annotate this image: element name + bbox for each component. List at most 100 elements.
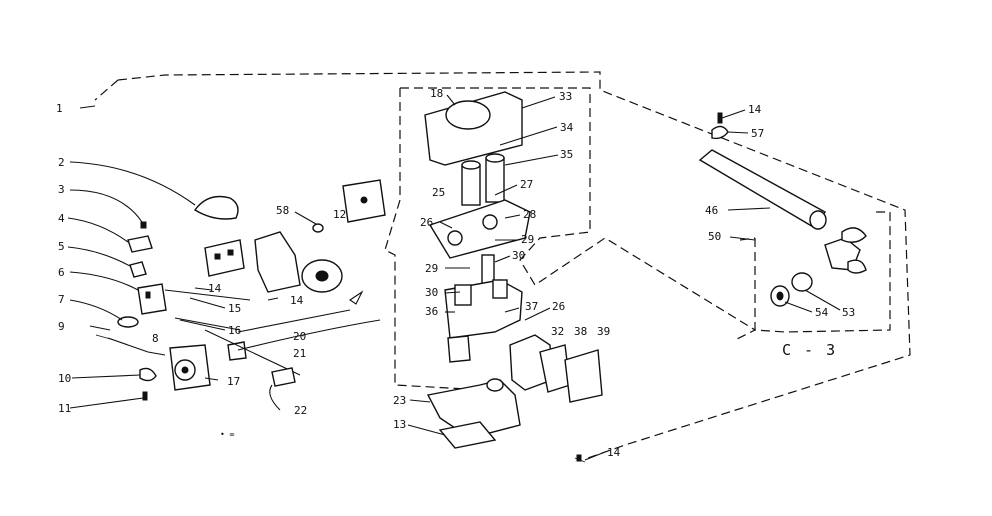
leader-6 [69,271,139,291]
leader-26b [524,307,551,321]
callout-10: 10 [58,372,71,385]
part-7-cap [117,316,139,328]
inner-dashed-top [400,87,757,341]
part-58-ring [312,223,324,233]
callout-23: 23 [393,394,406,407]
part-20-fitting [227,341,247,361]
part-28-port-b [482,214,498,230]
callout-14-a: 14 [208,282,222,295]
callout-8: 8 [152,332,159,345]
leader-54 [784,301,813,313]
part-25-cylinder [461,164,481,206]
dashed-boundaries [94,71,911,459]
outer-dashed-left [94,79,119,101]
part-50-wing-b [847,259,867,274]
callout-58: 58 [276,204,289,217]
callout-29-a: 29 [521,233,534,246]
leader-35 [504,154,559,166]
part-22-nut [271,367,296,387]
leader-4 [67,217,129,243]
center-parts [424,91,603,463]
part-4-bracket [127,235,153,253]
leader-23 [409,399,431,403]
callout-57: 57 [751,127,764,140]
leader-15 [189,297,226,309]
part-39-cover [564,349,603,403]
part-21-tube [204,329,301,376]
leader-1 [79,105,96,109]
callout-12: 12 [333,208,346,221]
callout-34: 34 [560,121,574,134]
group-label-c3: C - 3 [782,341,837,359]
callout-50: 50 [708,230,721,243]
callout-labels: 1 2 3 4 5 6 7 8 9 10 11 12 13 14 14 14 1… [56,87,855,459]
outer-dashed-boundary [117,71,911,459]
callout-1: 1 [56,102,63,115]
callout-2: 2 [58,156,65,169]
part-28-port-a [447,230,463,246]
part-6-block [137,283,167,315]
callout-46: 46 [705,204,718,217]
leader-37 [504,307,520,313]
leader-14b [267,297,279,301]
c3-box-boundary [754,211,891,333]
leader-3 [69,189,143,223]
callout-15: 15 [228,302,241,315]
part-23-hole [486,378,504,392]
callout-36: 36 [425,305,438,318]
valve-fitting-bore [315,270,329,282]
callout-3: 3 [58,183,65,196]
callout-54: 54 [815,306,829,319]
part-14-screw-top [717,112,723,124]
callout-33: 33 [559,90,572,103]
leader-11 [69,397,144,409]
part-35-top [485,153,505,163]
leader-5 [67,246,131,267]
callout-30-a: 30 [512,249,525,262]
leader-14c [584,451,606,461]
leader-57 [727,131,749,134]
part-14-hole-b [227,249,234,256]
callout-25: 25 [432,186,445,199]
part-23-bracket [426,379,521,439]
part-8-wire [107,337,166,356]
leader-30a [494,255,511,263]
callout-17: 17 [227,375,240,388]
callout-29-b: 29 [425,262,438,275]
part-36-cap-a [454,284,472,306]
callout-26-b: 26 [552,300,565,313]
leader-46 [727,207,771,211]
callout-11: 11 [58,402,71,415]
leader-10 [71,374,141,379]
part-2-dome [193,195,239,220]
leader-53 [804,289,841,311]
callout-28: 28 [523,208,536,221]
part-25-top [461,160,481,170]
callout-37: 37 [525,300,538,313]
leader-50 [729,236,756,241]
callout-26-a: 26 [420,216,433,229]
leader-22 [269,384,281,411]
leader-21 [237,319,381,351]
leader-16 [179,319,226,331]
callout-14-d: 14 [748,103,762,116]
part-46-tube [698,149,826,229]
callout-38: 38 [574,325,587,338]
part-3-pin [140,221,147,229]
callout-5: 5 [58,240,65,253]
leader-7 [69,299,123,321]
part-5-clip [129,261,147,278]
callout-32: 32 [551,325,564,338]
callout-14-c: 14 [607,446,621,459]
callout-35: 35 [560,148,573,161]
part-14-bracket [204,239,245,277]
callout-9: 9 [58,320,65,333]
callout-16: 16 [228,324,241,337]
part-12-hole [360,196,368,204]
part-35-cylinder [485,157,505,203]
callout-13: 13 [393,418,406,431]
leader-20 [237,309,351,333]
callout-39: 39 [597,325,610,338]
part-11-screw [142,391,148,401]
